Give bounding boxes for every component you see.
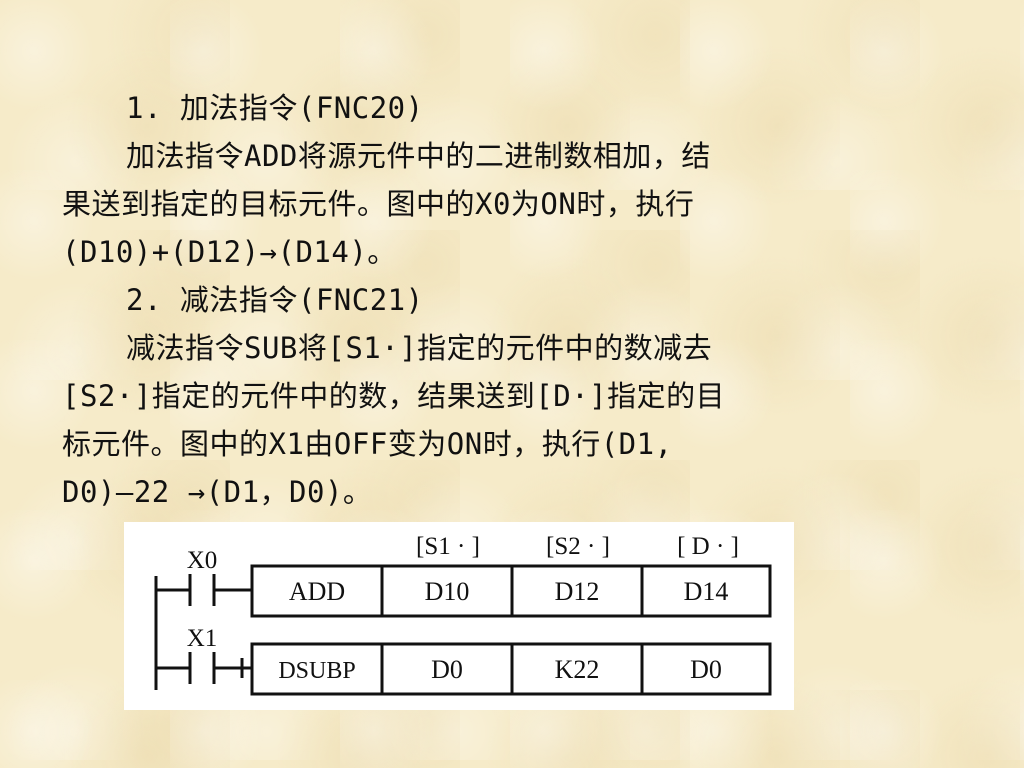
header-s1: [S1 · ] (416, 533, 480, 560)
heading-add: 1. 加法指令(FNC20) (126, 91, 424, 125)
ladder-diagram-svg: [S1 · ] [S2 · ] [ D · ] X0 X1 (154, 533, 772, 696)
cell-dsubp: DSUBP (278, 658, 355, 684)
heading-sub: 2. 减法指令(FNC21) (126, 283, 424, 317)
contact-label-x1: X1 (187, 625, 218, 652)
cell-d10: D10 (425, 577, 470, 606)
cell-d12: D12 (555, 577, 600, 606)
header-s2: [S2 · ] (546, 533, 610, 560)
contact-label-x0: X0 (187, 547, 218, 574)
paragraph-line: 加法指令ADD将源元件中的二进制数相加，结 (126, 139, 711, 173)
instruction-dsubp: DSUBP D0 K22 D0 (250, 642, 772, 696)
paragraph-line: (D10)+(D12)→(D14)。 (62, 235, 397, 269)
cell-k22: K22 (555, 655, 600, 684)
ladder-diagram: [S1 · ] [S2 · ] [ D · ] X0 X1 (124, 522, 794, 710)
cell-add: ADD (289, 577, 345, 606)
paragraph-line: [S2·]指定的元件中的数，结果送到[D·]指定的目 (62, 379, 726, 413)
instruction-add: ADD D10 D12 D14 (250, 564, 772, 618)
paragraph-line: D0)—22 →(D1，D0)。 (62, 475, 373, 509)
header-d: [ D · ] (677, 533, 739, 560)
contact-x0 (156, 574, 252, 606)
paragraph-line: 减法指令SUB将[S1·]指定的元件中的数减去 (126, 331, 713, 365)
cell-d14: D14 (684, 577, 729, 606)
paragraph-line: 标元件。图中的X1由OFF变为ON时，执行(D1, (62, 427, 673, 461)
paragraph-line: 果送到指定的目标元件。图中的X0为ON时，执行 (62, 187, 695, 221)
cell-d0-dest: D0 (690, 655, 722, 684)
contact-x1 (156, 652, 252, 684)
text-content: 1. 加法指令(FNC20) 加法指令ADD将源元件中的二进制数相加，结 果送到… (62, 84, 962, 516)
cell-d0: D0 (431, 655, 463, 684)
